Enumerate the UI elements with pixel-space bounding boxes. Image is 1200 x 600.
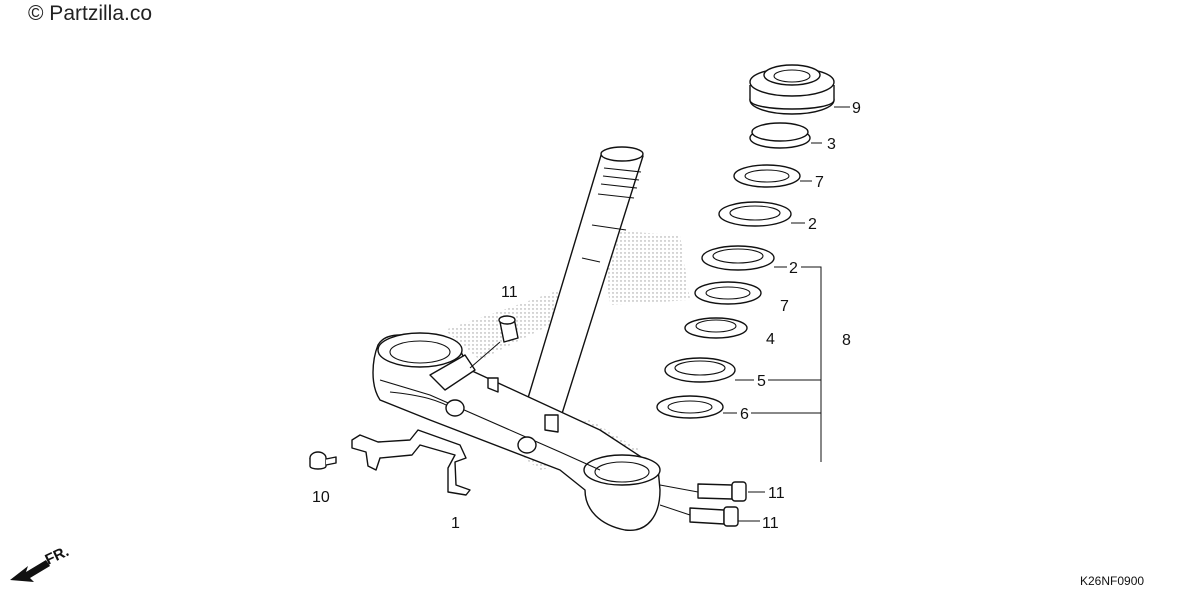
drawing-code: K26NF0900 xyxy=(1080,574,1144,588)
callout-11-bolt-a: 11 xyxy=(768,485,785,502)
part-3-cover xyxy=(749,122,811,149)
front-direction-label: FR. xyxy=(43,543,72,569)
bolt-11-a xyxy=(697,481,747,502)
watermark-text: © Partzilla.co xyxy=(28,2,152,25)
front-direction-arrow-icon xyxy=(10,560,50,582)
bolt-11-top xyxy=(469,315,519,369)
callout-6: 6 xyxy=(740,406,749,423)
callout-2-upper: 2 xyxy=(808,216,817,233)
leader-lines xyxy=(659,106,850,522)
callout-11-bolt-b: 11 xyxy=(762,515,779,532)
bolt-10 xyxy=(309,451,337,470)
bolt-11-b xyxy=(689,506,739,527)
callout-3: 3 xyxy=(827,136,836,153)
callout-1: 1 xyxy=(451,515,460,532)
lower-triple-clamp xyxy=(372,332,661,531)
callout-7-lower: 7 xyxy=(780,298,789,315)
part-5-race xyxy=(664,357,736,383)
part-2-lower-race xyxy=(701,245,775,271)
part-9-nut xyxy=(749,64,835,115)
callout-11-top: 11 xyxy=(501,284,518,301)
part-4-seal xyxy=(684,317,748,339)
callout-8: 8 xyxy=(842,332,851,349)
callout-7-upper: 7 xyxy=(815,174,824,191)
callout-5: 5 xyxy=(757,373,766,390)
part-6-washer xyxy=(656,395,724,419)
callout-2-lower: 2 xyxy=(789,260,798,277)
part-7-lower-bearing xyxy=(694,281,762,305)
callout-10: 10 xyxy=(312,489,330,506)
part-2-upper-race xyxy=(718,201,792,227)
part-7-upper-bearing xyxy=(733,164,801,188)
callout-4: 4 xyxy=(766,331,775,348)
callout-9: 9 xyxy=(852,100,861,117)
bracket xyxy=(351,429,471,496)
